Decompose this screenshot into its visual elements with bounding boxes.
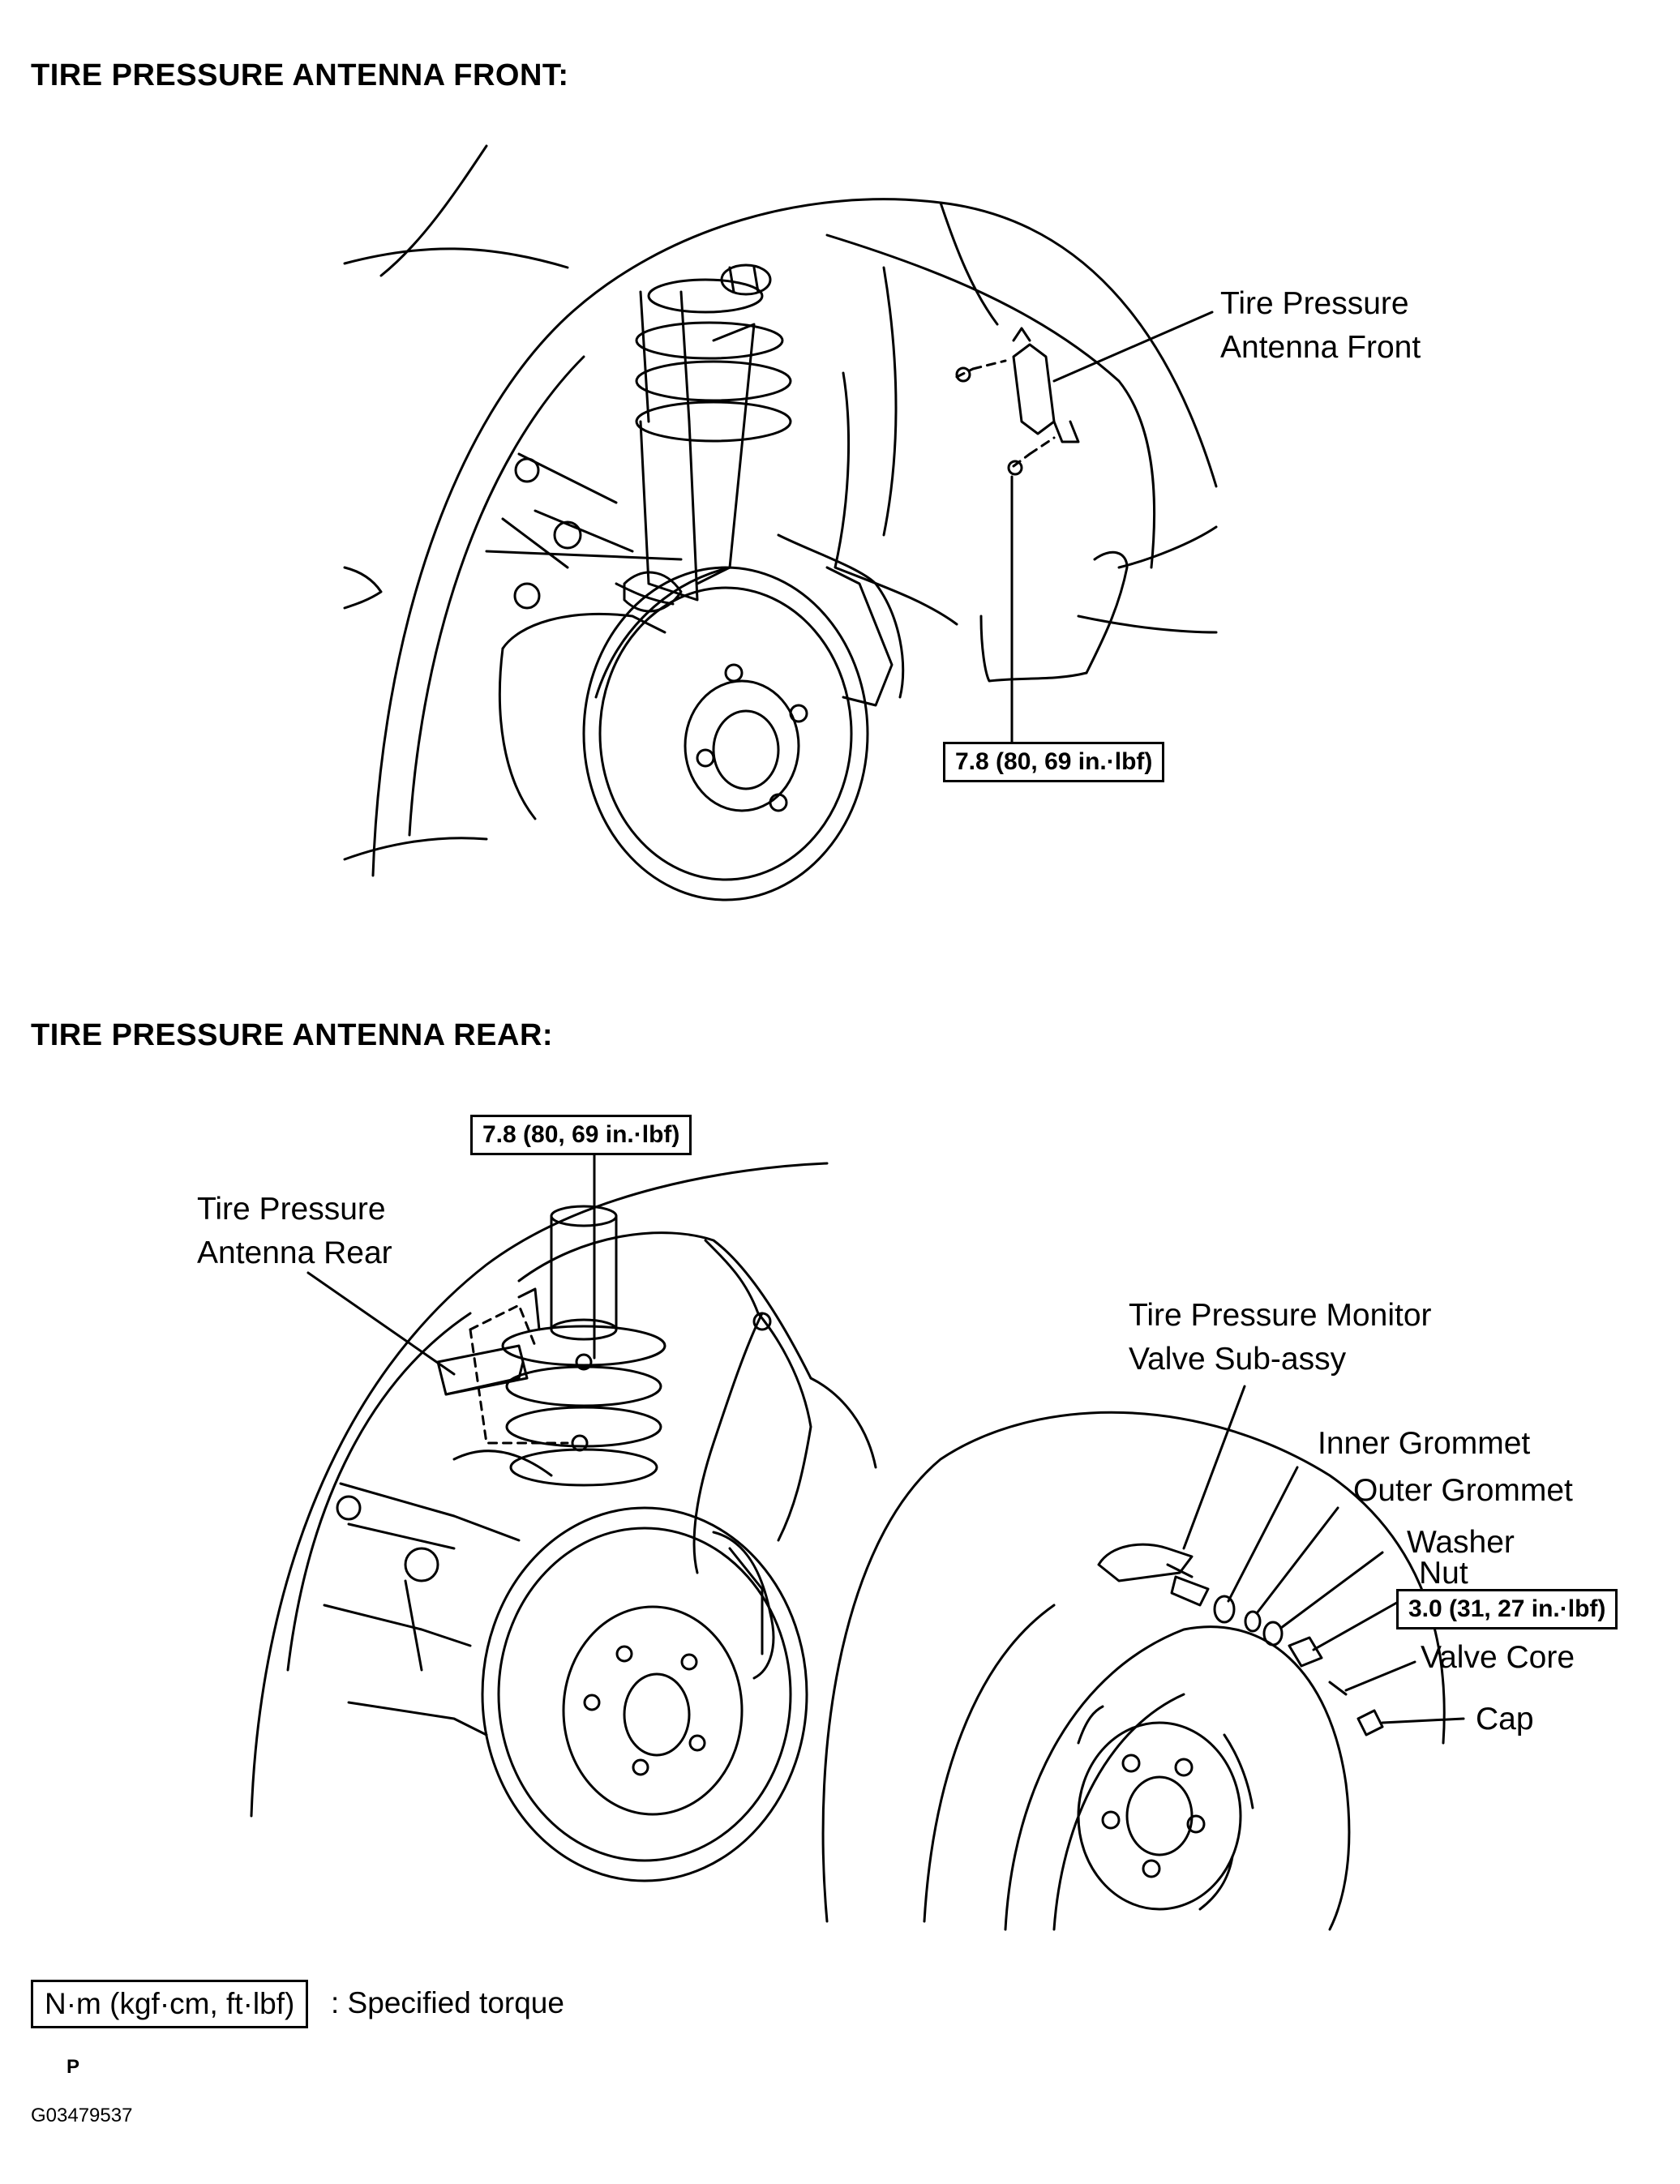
footer-letter: P (66, 2056, 80, 2078)
front-section-heading: TIRE PRESSURE ANTENNA FRONT: (31, 58, 569, 92)
torque-unit-legend-box: N·m (kgf·cm, ft·lbf) (31, 1980, 309, 2028)
rear-antenna-label-line2: Antenna Rear (197, 1235, 392, 1270)
front-antenna-label-line1: Tire Pressure (1220, 286, 1409, 321)
rear-section-heading: TIRE PRESSURE ANTENNA REAR: (31, 1018, 554, 1052)
wheel-valve-illustration (823, 1386, 1464, 1929)
monitor-valve-label-line2: Valve Sub-assy (1129, 1342, 1347, 1377)
torque-legend-description: : Specified torque (331, 1986, 564, 2019)
front-antenna-label-line2: Antenna Front (1220, 330, 1421, 365)
monitor-valve-label-line1: Tire Pressure Monitor (1129, 1298, 1432, 1333)
rear-torque-box: 7.8 (80, 69 in.·lbf) (470, 1115, 692, 1155)
cap-label: Cap (1476, 1702, 1534, 1736)
nut-torque-box: 3.0 (31, 27 in.·lbf) (1396, 1589, 1618, 1629)
rear-antenna-label-line1: Tire Pressure (197, 1192, 386, 1227)
nut-label: Nut (1419, 1556, 1468, 1591)
front-torque-box: 7.8 (80, 69 in.·lbf) (943, 742, 1165, 782)
figure-code: G03479537 (31, 2105, 133, 2126)
rear-wheel-well-illustration (251, 1151, 876, 1881)
valve-core-label: Valve Core (1421, 1640, 1575, 1675)
outer-grommet-label: Outer Grommet (1353, 1473, 1573, 1508)
inner-grommet-label: Inner Grommet (1318, 1426, 1531, 1461)
washer-label: Washer (1407, 1525, 1515, 1560)
front-wheel-well-illustration (345, 146, 1216, 900)
